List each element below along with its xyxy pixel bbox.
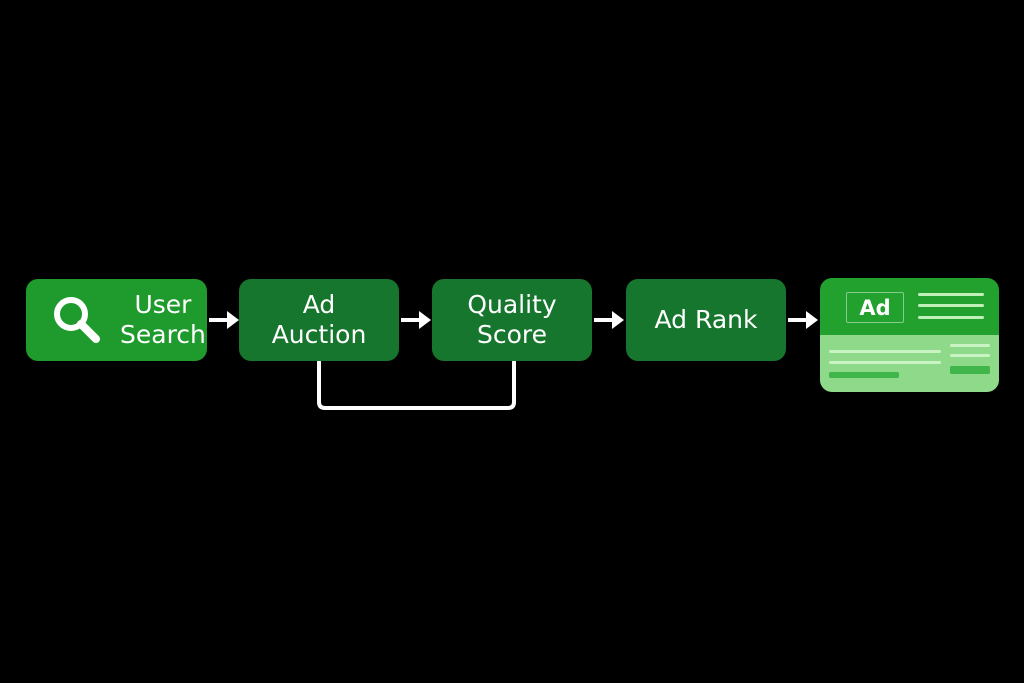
node-quality-score-line1: Quality [467,290,557,319]
feedback-loop-connector [317,360,516,410]
node-quality-score-line2: Score [476,320,548,349]
ad-text-line-3 [918,316,984,319]
arrow-quality-to-rank [594,311,624,329]
ad-text-line-2 [918,304,984,307]
ad-card-header: Ad [820,278,999,335]
arrow-search-to-auction [209,311,239,329]
node-ad-auction: Ad Auction [239,279,399,361]
arrow-rank-to-result [788,311,818,329]
result-side-button [950,366,990,374]
result-text-line-1 [829,350,941,353]
node-user-search-label: User Search [120,290,206,350]
node-ad-auction-line2: Auction [271,320,367,349]
node-user-search-line2: Search [120,320,206,349]
node-quality-score: Quality Score [432,279,592,361]
result-text-line-2 [829,361,941,364]
result-text-line-3 [829,372,899,378]
node-user-search-line1: User [134,290,192,319]
ad-badge: Ad [846,292,904,323]
ad-text-line-1 [918,293,984,296]
node-quality-score-label: Quality Score [467,290,556,350]
node-ad-auction-label: Ad Auction [272,290,367,350]
arrow-auction-to-quality [401,311,431,329]
result-side-line-2 [950,354,990,357]
node-ad-rank: Ad Rank [626,279,786,361]
node-user-search: User Search [26,279,207,361]
ad-card-body [820,335,999,392]
node-ad-rank-label: Ad Rank [654,305,758,334]
search-icon [54,297,100,343]
result-side-line-1 [950,344,990,347]
node-ad-auction-line1: Ad [302,290,336,319]
search-result-ad-card: Ad [820,278,999,392]
